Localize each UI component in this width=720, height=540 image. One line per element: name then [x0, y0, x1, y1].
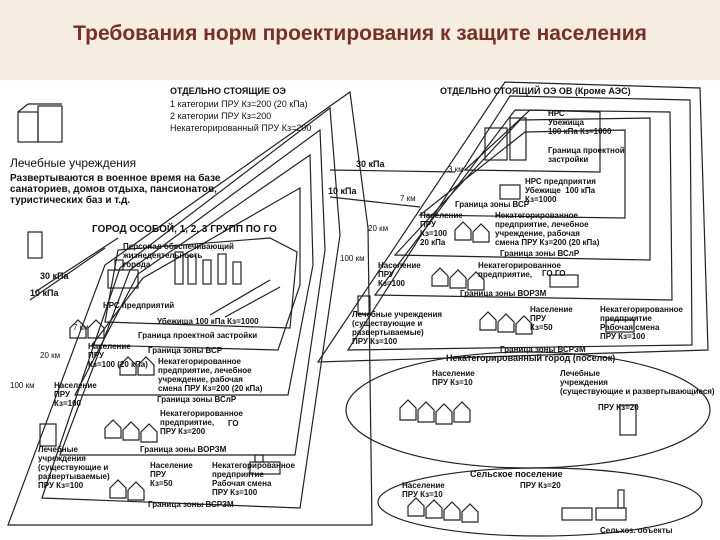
left-pressure-10: 10 кПа [30, 288, 59, 298]
right-border-project: Граница проектной застройки [548, 146, 625, 164]
left-border-vslr: Граница зоны ВСлР [157, 395, 237, 404]
left-pop1: Население ПРУ Кз=100 (20 кПа) [88, 342, 148, 369]
town-pop: Население ПРУ Кз=10 [432, 369, 475, 387]
right-pop3: Население ПРУ Кз=50 [530, 305, 573, 332]
left-building-medical [27, 231, 43, 259]
left-medical-desc: Развертываются в военное время на базе с… [10, 173, 221, 207]
right-nrs-enterprise: НРС предприятия Убежище 100 кПа Кз=1000 [525, 177, 596, 204]
left-zone-vsr [90, 186, 301, 351]
village-area [377, 467, 703, 537]
left-building-hospital [39, 423, 57, 447]
left-border-vsrzm: Граница зоны ВСРЗМ [148, 500, 234, 509]
left-border-project: Граница проектной застройки [138, 331, 258, 340]
left-border-vorzm: Граница зоны ВОРЗМ [140, 445, 227, 454]
left-building-oe [17, 111, 39, 143]
right-radius-20km: 20 км [368, 224, 389, 233]
left-oe-cat1: 1 категории ПРУ Кз=200 (20 кПа) [170, 99, 308, 109]
left-radius-7km: 7 км [73, 323, 89, 332]
right-radius-3km: 3 км [448, 165, 464, 174]
right-header: ОТДЕЛЬНО СТОЯЩИЙ ОЭ ОВ (Кроме АЭС) [440, 86, 631, 96]
left-pressure-30: 30 кПа [40, 271, 69, 281]
right-noncat2: Некатегорированное предприятие, [478, 261, 561, 279]
right-border-vorzm: Граница зоны ВОРЗМ [460, 289, 547, 298]
left-pop3: Население ПРУ Кз=50 [150, 461, 193, 488]
left-staff-label: Персонал обеспечивающий жизнедеятельност… [123, 242, 234, 269]
right-zone-vslr [393, 117, 651, 261]
left-border-vsr: Граница зоны ВСР [148, 346, 223, 355]
right-zone-project [463, 109, 601, 173]
village-pru: ПРУ Кз=20 [520, 481, 561, 490]
left-medical2: Лечебные учреждения (существующие и разв… [38, 445, 110, 490]
left-pop2: Население ПРУ Кз=100 [54, 381, 97, 408]
town-pru: ПРУ Кз=20 [598, 403, 639, 412]
right-zone-vorzm [373, 109, 673, 301]
right-noncat3: Некатегорированное предприятие Рабочая с… [600, 305, 683, 341]
right-zone-vsrzm [346, 95, 693, 351]
right-nrs: НРС Убежища 100 кПа Кз=1000 [548, 109, 612, 136]
village-header: Сельское поселение [470, 469, 563, 479]
right-pop2: Население ПРУ Кз=100 [378, 261, 421, 288]
right-border-vsrzm: Граница зоны ВСРЗМ [500, 345, 586, 354]
left-medical-title: Лечебные учреждения [10, 156, 137, 170]
left-go: ГО [228, 419, 239, 428]
left-oe-noncat: Некатегорированный ПРУ Кз=200 [170, 123, 312, 133]
left-radius-100km: 100 км [10, 381, 35, 390]
right-go: ГО ГО [542, 269, 566, 278]
left-oe-cat2: 2 категории ПРУ Кз=200 [170, 111, 272, 121]
left-zone-vsrzm [41, 106, 341, 509]
left-oe-header: ОТДЕЛЬНО СТОЯЩИЕ ОЭ [170, 86, 286, 96]
left-city-header: ГОРОД ОСОБОЙ, 1, 2, 3 ГРУПП ПО ГО [92, 224, 277, 235]
right-border-vsr: Граница зоны ВСР [455, 200, 530, 209]
right-radius-100km: 100 км [340, 254, 365, 263]
left-zone-vslr [74, 153, 314, 396]
town-header: Некатегорированный город (поселок) [446, 353, 616, 363]
left-noncat1: Некатегорированное предприятие, лечебное… [158, 357, 263, 393]
right-radius-7km: 7 км [400, 194, 416, 203]
left-noncat2: Некатегорированное предприятие, ПРУ Кз=2… [160, 409, 243, 436]
left-nrs-label: НРС предприятий [103, 301, 175, 310]
left-radius-20km: 20 км [40, 351, 61, 360]
left-zone-outer [7, 90, 373, 526]
right-pop1: Население ПРУ Кз=100 20 кПа [420, 211, 463, 247]
title-bar [0, 0, 720, 80]
right-border-vslr: Граница зоны ВСлР [500, 249, 580, 258]
left-shelter-label: Убежища 100 кПа Кз=1000 [157, 317, 259, 326]
village-pop: Население ПРУ Кз=10 [402, 481, 445, 499]
right-medical: Лечебные учреждения (существующие и разв… [352, 310, 443, 346]
right-pressure-10: 10 кПа [328, 186, 357, 196]
page-title: Требования норм проектирования к защите … [73, 22, 647, 45]
village-objects: Сельхоз. объекты [600, 526, 673, 535]
right-pressure-30: 30 кПа [356, 159, 385, 169]
right-noncat1: Некатегорированное предприятие, лечебное… [495, 211, 600, 247]
left-noncat3: Некатегорированное предприятие Рабочая с… [212, 461, 295, 497]
left-zone-project [104, 237, 298, 329]
town-medical: Лечебные учреждения (существующие и разв… [560, 369, 715, 396]
